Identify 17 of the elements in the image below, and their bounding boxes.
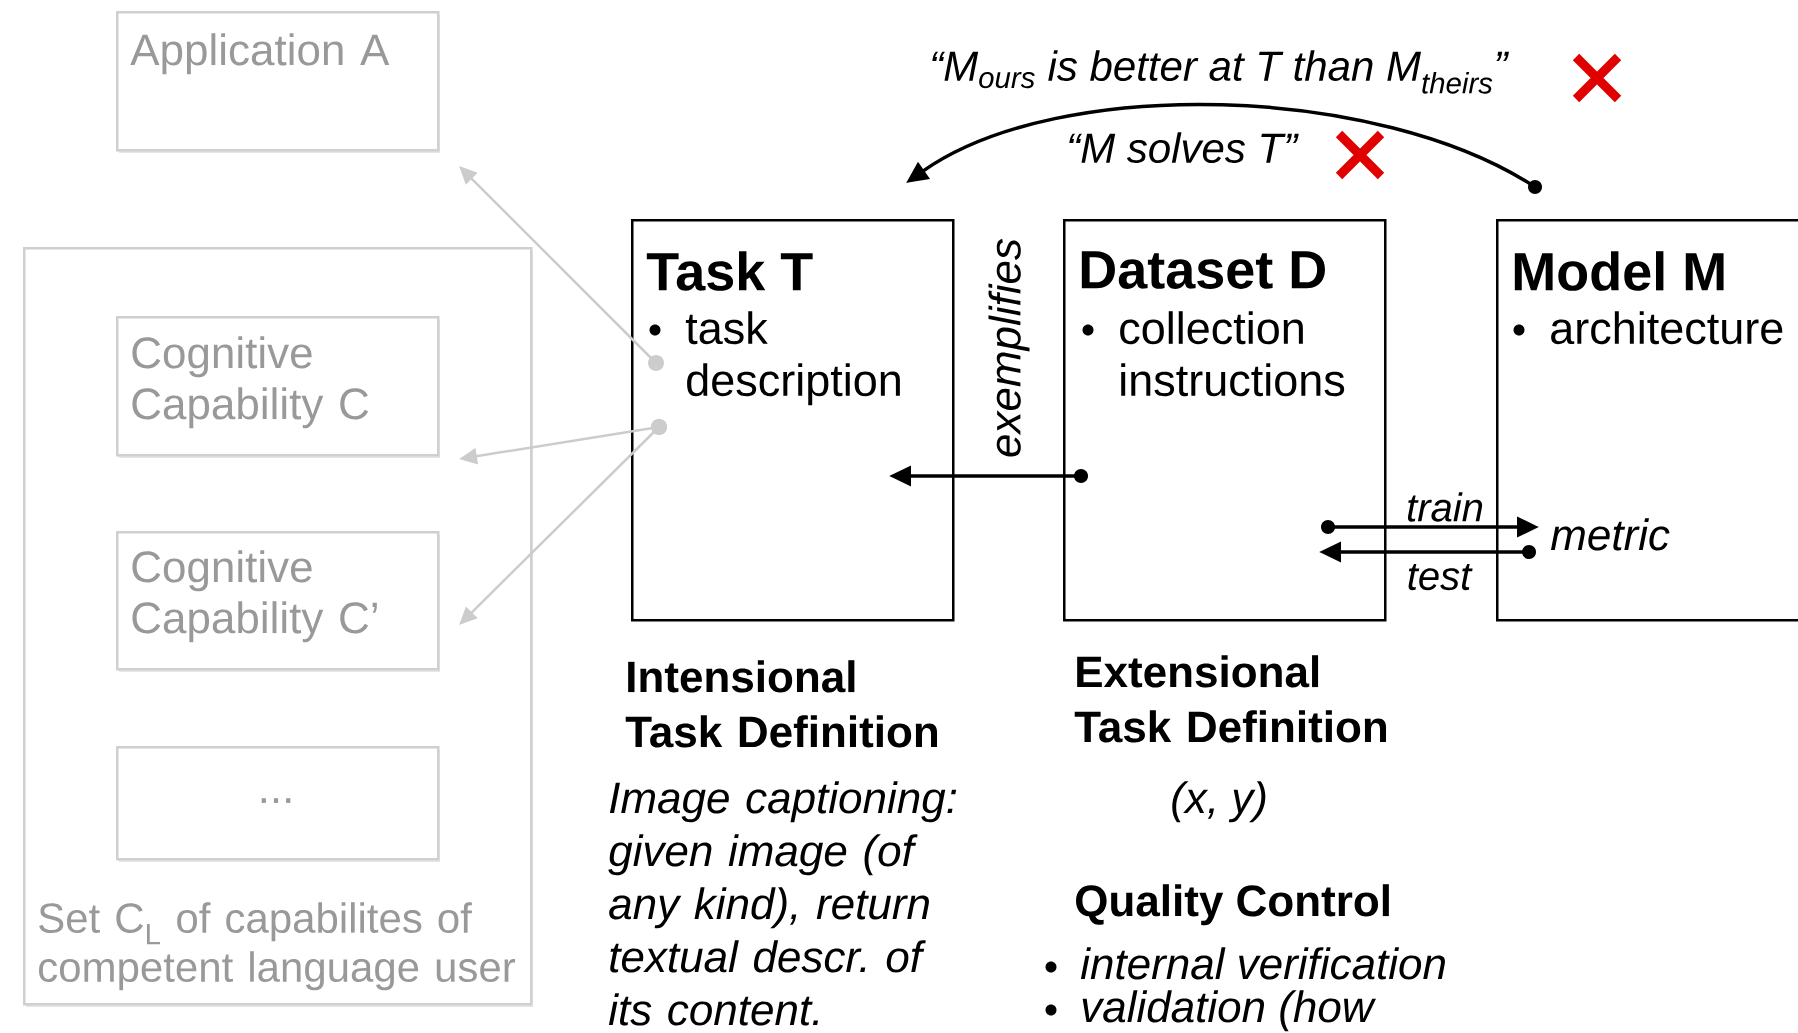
- model-box: Model M architecture metric: [1496, 219, 1798, 622]
- section-heading: Extensional Task Definition: [1074, 655, 1386, 743]
- section-heading: Intensional Task Definition: [625, 660, 937, 748]
- edge-label: train: [1404, 490, 1486, 524]
- quote-text: “M solves T”: [1069, 132, 1299, 164]
- section-heading: Quality Control: [1076, 884, 1389, 926]
- arrow: [459, 166, 664, 371]
- edge-label: exemplifies: [986, 235, 1032, 461]
- formula-text: (x, y): [1172, 781, 1266, 823]
- application-box: Application A: [116, 11, 440, 153]
- bullet-item: internal verification: [1045, 947, 1445, 980]
- task-box: Task T task description: [631, 219, 955, 622]
- edge-label: test: [1404, 561, 1474, 593]
- description-text: Image captioning: given image (of any kind), return textual descr. of its content.: [608, 781, 957, 1026]
- quote-text: “M$_{ours}$ is better at T than M$_{theirs}$”: [932, 50, 1509, 94]
- dataset-box: Dataset D collection instructions: [1063, 219, 1387, 622]
- bullet-item: validation (how: [1045, 990, 1376, 1032]
